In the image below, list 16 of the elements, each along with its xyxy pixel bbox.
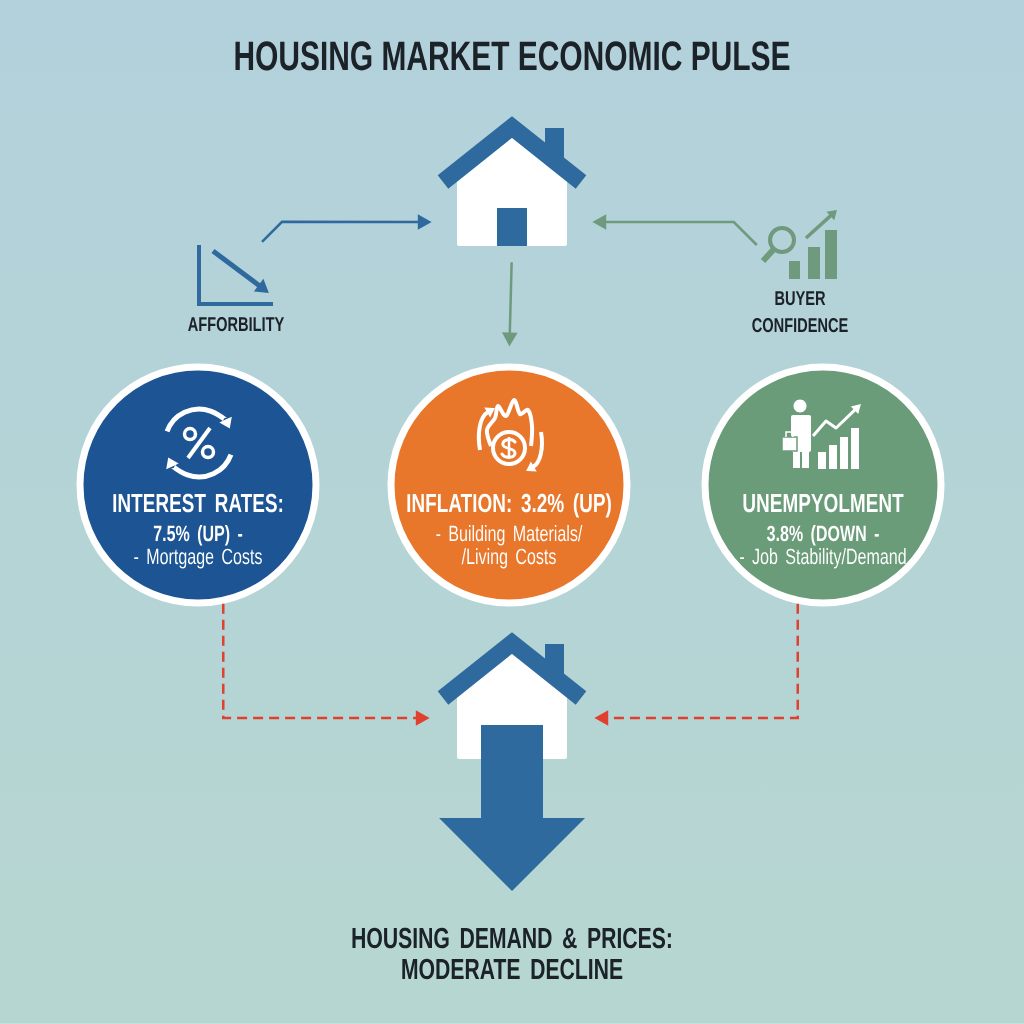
circle-text: - Mortgage Costs bbox=[134, 548, 262, 569]
indicator-circle bbox=[76, 363, 320, 607]
circle-text: - Job Stability/Demand bbox=[740, 548, 906, 569]
circle-heading: INFLATION: 3.2% (UP) bbox=[407, 493, 611, 518]
indicator-circle bbox=[701, 363, 945, 607]
outcome-label: HOUSING DEMAND & PRICES: MODERATE DECLINE bbox=[352, 927, 671, 980]
factor-label: BUYER CONFIDENCE bbox=[752, 291, 848, 333]
indicator-circle bbox=[387, 363, 631, 607]
circle-text: 7.5% (UP) - bbox=[153, 525, 243, 546]
house-icon bbox=[437, 116, 587, 246]
circle-text: 3.8% (DOWN - bbox=[767, 525, 879, 546]
circle-text: - Building Materials/ /Living Costs bbox=[436, 525, 583, 569]
circle-heading: INTEREST RATES: bbox=[113, 493, 283, 513]
title: HOUSING MARKET ECONOMIC PULSE bbox=[235, 41, 790, 71]
circle-heading: UNEMPYOLMENT bbox=[743, 493, 904, 513]
factor-label: AFFORBILITY bbox=[188, 317, 285, 332]
